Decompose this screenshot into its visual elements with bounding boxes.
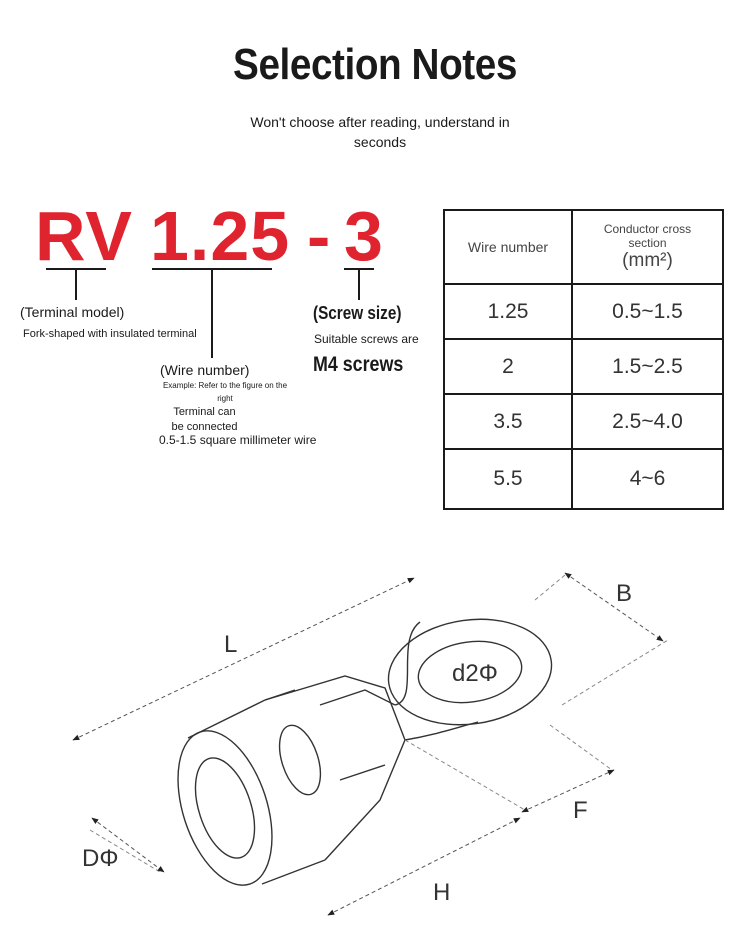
table-row: 3.5 2.5~4.0 [443, 393, 724, 450]
code-prefix: RV [35, 197, 133, 275]
wire-example: Example: Refer to the figure on the righ… [162, 381, 288, 403]
dim-L-label: L [224, 631, 237, 658]
dim-D-label: DΦ [82, 845, 118, 872]
row-wire: 1.25 [443, 283, 573, 340]
code-wire: 1.25 [150, 197, 291, 275]
terminal-diagram: L B d2Φ F DΦ H [72, 572, 669, 916]
wire-connect: Terminal can be connected [171, 406, 238, 433]
row-wire: 2 [443, 338, 573, 395]
screw-leader [358, 268, 360, 300]
screw-suitable: Suitable screws are [314, 332, 419, 346]
table-row: 1.25 0.5~1.5 [443, 283, 724, 340]
prefix-leader [75, 268, 77, 300]
screw-value: M4 screws [313, 353, 404, 376]
table-row: 5.5 4~6 [443, 448, 724, 510]
page-title: Selection Notes [233, 40, 517, 89]
row-section: 1.5~2.5 [571, 338, 724, 395]
row-wire: 5.5 [443, 448, 573, 510]
terminal-model-label: (Terminal model) [20, 304, 125, 320]
extension-lines [89, 574, 669, 873]
dim-H-label: H [433, 879, 450, 906]
code-screw: 3 [344, 197, 384, 275]
table-header-row: Wire number Conductor cross section (mm²… [443, 209, 724, 285]
header-wire-number: Wire number [443, 209, 573, 285]
row-section: 0.5~1.5 [571, 283, 724, 340]
dim-d2-label: d2Φ [452, 660, 498, 687]
header-section-text: Conductor cross section [603, 222, 692, 250]
table-row: 2 1.5~2.5 [443, 338, 724, 395]
terminal-desc: Fork-shaped with insulated terminal [23, 328, 197, 340]
header-unit: (mm²) [622, 250, 673, 271]
wire-leader [211, 268, 213, 358]
screw-size-label: (Screw size) [313, 303, 402, 323]
page-subtitle: Won't choose after reading, understand i… [250, 114, 510, 150]
dimension-lines [72, 572, 664, 916]
row-wire: 3.5 [443, 393, 573, 450]
dim-B-label: B [616, 580, 632, 607]
row-section: 4~6 [571, 448, 724, 510]
terminal-outline [177, 618, 553, 886]
wire-range: 0.5-1.5 square millimeter wire [159, 433, 317, 447]
code-dash: - [307, 197, 332, 275]
wire-number-label: (Wire number) [160, 362, 250, 378]
row-section: 2.5~4.0 [571, 393, 724, 450]
dim-F-label: F [573, 797, 588, 824]
header-cross-section: Conductor cross section (mm²) [571, 209, 724, 285]
spec-table: Wire number Conductor cross section (mm²… [443, 209, 724, 510]
